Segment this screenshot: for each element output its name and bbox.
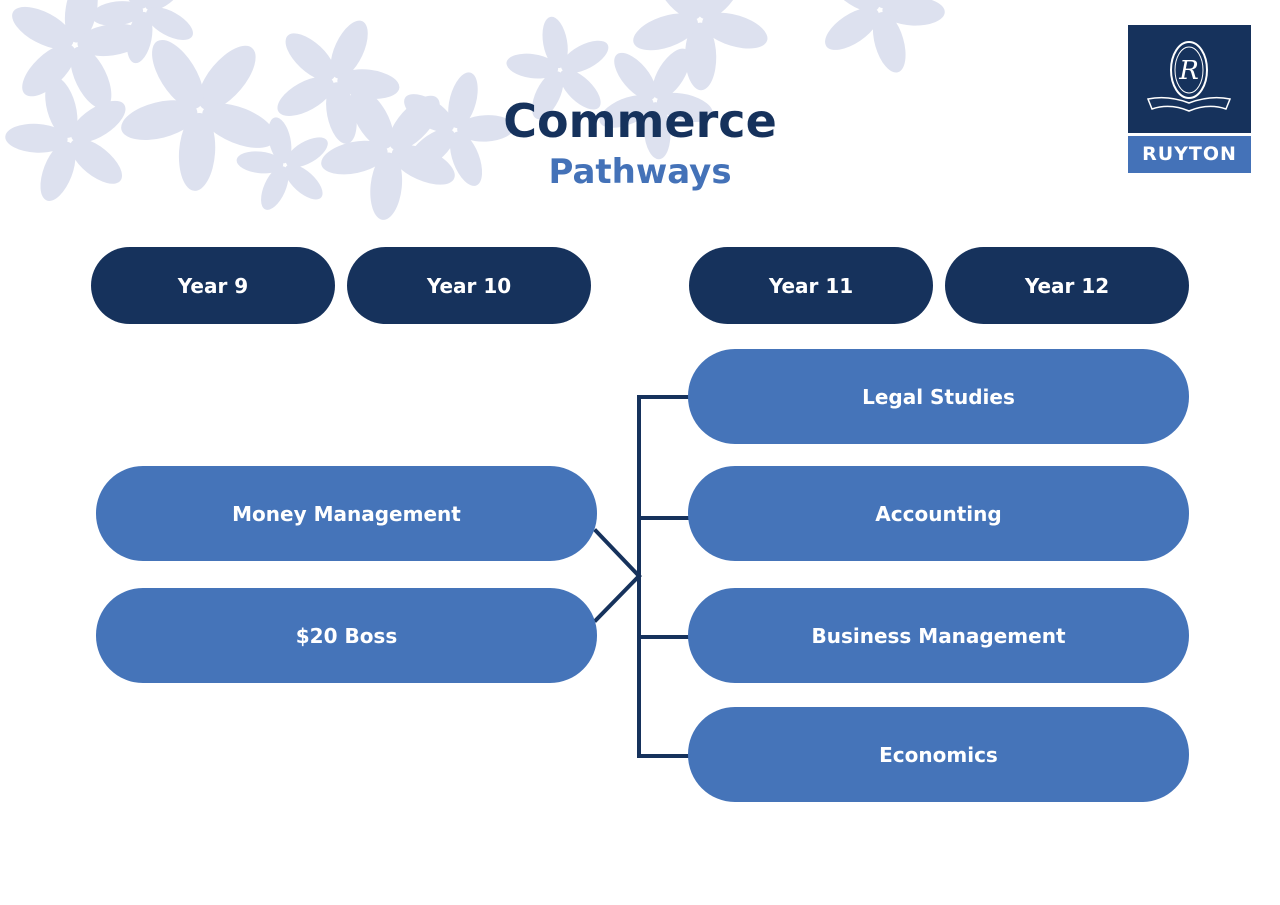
year-9-header: Year 9: [91, 247, 335, 324]
year-12-header: Year 12: [945, 247, 1189, 324]
logo-crest-panel: R: [1128, 25, 1251, 133]
year-11-header: Year 11: [689, 247, 933, 324]
subject-accounting: Accounting: [688, 466, 1189, 561]
page-subtitle: Pathways: [548, 152, 732, 192]
school-logo: R RUYTON: [1128, 25, 1251, 173]
subject-money-management: Money Management: [96, 466, 597, 561]
page-title: Commerce: [503, 94, 777, 148]
crest-icon: R: [1146, 41, 1232, 112]
connector-money-management: [593, 528, 642, 579]
subject-legal-studies: Legal Studies: [688, 349, 1189, 444]
logo-wordmark: RUYTON: [1128, 136, 1251, 173]
connector-20-boss: [593, 573, 642, 623]
year-10-header: Year 10: [347, 247, 591, 324]
subject-economics: Economics: [688, 707, 1189, 802]
subject-20-boss: $20 Boss: [96, 588, 597, 683]
crest-letter: R: [1178, 56, 1199, 86]
subject-business-management: Business Management: [688, 588, 1189, 683]
